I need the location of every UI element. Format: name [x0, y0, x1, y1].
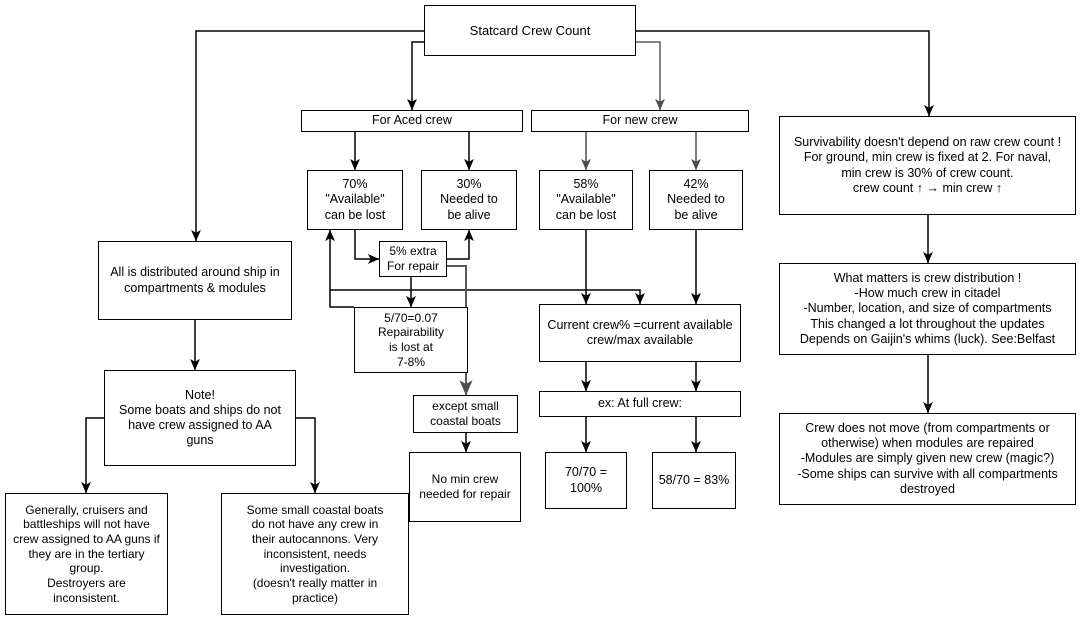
- node-no-min-crew-for-repair[interactable]: No min crew needed for repair: [409, 452, 521, 522]
- node-for-aced-crew[interactable]: For Aced crew: [301, 110, 523, 132]
- node-extra-for-repair[interactable]: 5% extra For repair: [379, 241, 447, 277]
- edge-root-to-survivability: [636, 30, 934, 117]
- node-ex-at-full-crew[interactable]: ex: At full crew:: [539, 391, 741, 417]
- edge-root-to-aced-crew: [407, 41, 424, 111]
- node-aced-available[interactable]: 70% "Available" can be lost: [307, 170, 403, 230]
- node-cruisers-battleships-note[interactable]: Generally, cruisers and battleships will…: [5, 493, 168, 615]
- node-calc-70-70[interactable]: 70/70 = 100%: [545, 452, 627, 509]
- node-new-available[interactable]: 58% "Available" can be lost: [539, 170, 633, 230]
- node-small-coastal-boats-note[interactable]: Some small coastal boats do not have any…: [221, 493, 409, 615]
- node-crew-distribution[interactable]: What matters is crew distribution ! -How…: [779, 263, 1076, 355]
- edge-available-to-extra: [354, 230, 380, 264]
- node-for-new-crew[interactable]: For new crew: [531, 110, 749, 132]
- node-aced-needed-alive[interactable]: 30% Needed to be alive: [421, 170, 517, 230]
- node-crew-does-not-move[interactable]: Crew does not move (from compartments or…: [779, 413, 1076, 505]
- edge-root-to-new-crew: [636, 41, 665, 111]
- node-except-small-coastal-boats[interactable]: except small coastal boats: [413, 395, 518, 433]
- edge-extra-to-needed: [447, 229, 474, 260]
- node-all-distributed[interactable]: All is distributed around ship in compar…: [98, 241, 292, 320]
- node-repairability[interactable]: 5/70=0.07 Repairability is lost at 7-8%: [354, 307, 468, 373]
- node-calc-58-70[interactable]: 58/70 = 83%: [652, 452, 736, 509]
- edge-left-rail-to-current: [330, 289, 645, 305]
- edge-repairability-loop: [325, 229, 354, 308]
- node-current-crew-percent[interactable]: Current crew% =current available crew/ma…: [539, 304, 741, 362]
- node-new-needed-alive[interactable]: 42% Needed to be alive: [649, 170, 743, 230]
- node-statcard-crew-count[interactable]: Statcard Crew Count: [424, 5, 636, 56]
- edge-note-to-cruisers: [81, 417, 104, 494]
- node-note-aa-guns[interactable]: Note! Some boats and ships do not have c…: [104, 370, 296, 466]
- edge-note-to-coastal: [296, 417, 320, 494]
- node-survivability[interactable]: Survivability doesn't depend on raw crew…: [779, 116, 1076, 215]
